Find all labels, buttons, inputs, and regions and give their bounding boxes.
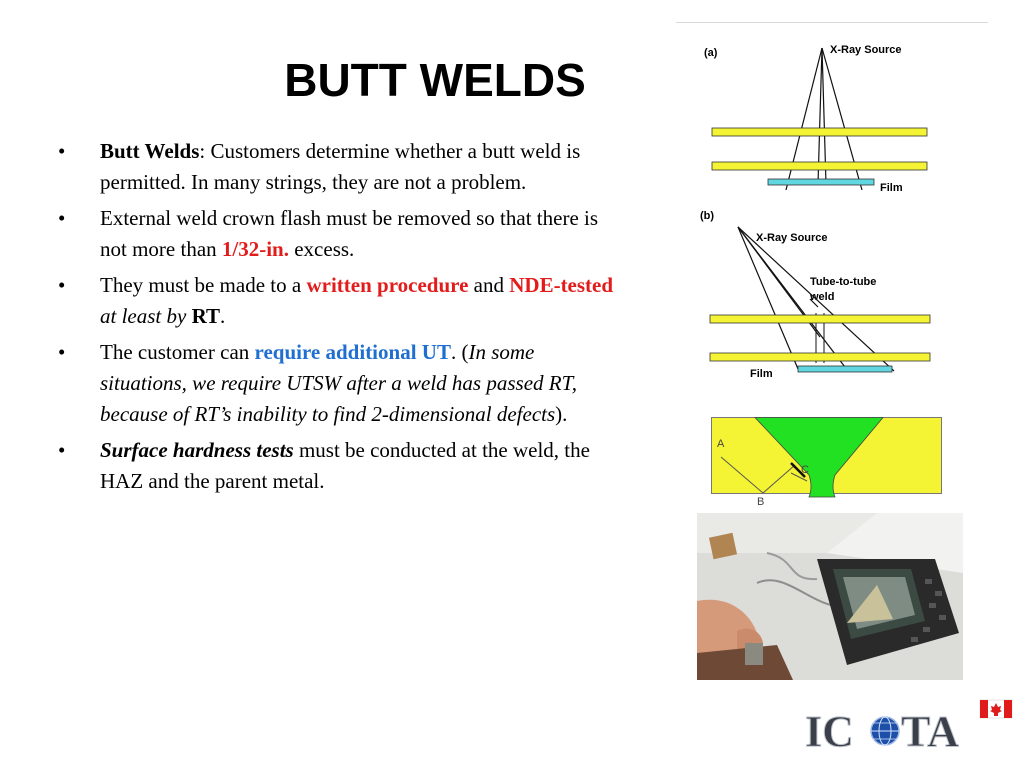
bullet-list: • Butt Welds: Customers determine whethe… [58,136,618,502]
defect-mark [790,462,806,478]
slide-title: BUTT WELDS [284,54,586,106]
bullet-item: • The customer can require additional UT… [58,337,618,430]
bullet-lead: Surface hardness tests [100,438,294,462]
point-b-label: B [757,496,764,508]
bullet-text: excess. [288,237,355,261]
film-label: Film [880,182,903,194]
top-divider [676,22,988,23]
bullet-item: • Surface hardness tests must be conduct… [58,435,618,497]
weld-label: Tube-to-tube [810,276,876,288]
xray-diagram-a: (a) X-Ray Source Film [704,44,928,194]
bullet-item: • Butt Welds: Customers determine whethe… [58,136,618,198]
pipe-wall-top [709,314,931,324]
bullet-highlight: written procedure [306,273,469,297]
bullet-item: • They must be made to a written procedu… [58,270,618,332]
logo-text-right: TA [901,707,959,752]
weld-cross-section: A B C [711,417,942,508]
ut-beam-path [720,456,808,494]
bullet-text: The customer can [100,340,255,364]
bullet-highlight: require additional UT [254,340,451,364]
logo-text-left: IC [805,707,854,752]
bullet-italic: at least by [100,304,192,328]
point-a-label: A [717,438,725,450]
figure-a-label: (a) [704,47,718,59]
canada-flag-icon [979,699,1013,719]
film-strip [767,178,875,186]
bullet-highlight: 1/32-in. [221,237,289,261]
ultrasonic-device-photo [697,513,963,680]
globe-icon [870,716,900,746]
bullet-text: must be conducted at the weld, the HAZ a… [100,438,590,493]
bullet-italic: In some situations, we require UTSW afte… [100,340,577,426]
bullet-dot: • [58,139,66,163]
pipe-wall-bottom [711,161,928,171]
bullet-text: . [220,304,226,328]
pipe-wall-bottom [709,352,931,362]
pipe-wall-top [711,127,928,137]
bullet-text: They must be made to a [100,273,307,297]
bullet-bold: RT [191,304,221,328]
weld-label: weld [809,291,834,303]
bullet-item: • External weld crown flash must be remo… [58,203,618,265]
bullet-text: and [468,273,510,297]
figure-b-label: (b) [700,210,714,222]
xray-diagram-b: (b) X-Ray Source Tube-to-tube weld Film [700,210,931,380]
bullet-text: . ( [450,340,469,364]
weld-bead [754,417,884,498]
bullet-dot: • [58,340,66,364]
point-c-label: C [801,464,809,476]
bullet-text: : Customers determine whether a butt wel… [100,139,581,194]
bullet-text: External weld crown flash must be remove… [100,206,599,261]
xray-source-label: X-Ray Source [830,44,902,56]
bullet-highlight: NDE-tested [509,273,614,297]
xray-source-label: X-Ray Source [756,232,828,244]
icota-logo: IC TA [805,699,1013,752]
bullet-text: ). [555,402,568,426]
bullet-dot: • [58,206,66,230]
bullet-dot: • [58,273,66,297]
film-label: Film [750,368,773,380]
bullet-lead: Butt Welds [100,139,200,163]
film-strip [797,365,893,373]
bullet-dot: • [58,438,66,462]
